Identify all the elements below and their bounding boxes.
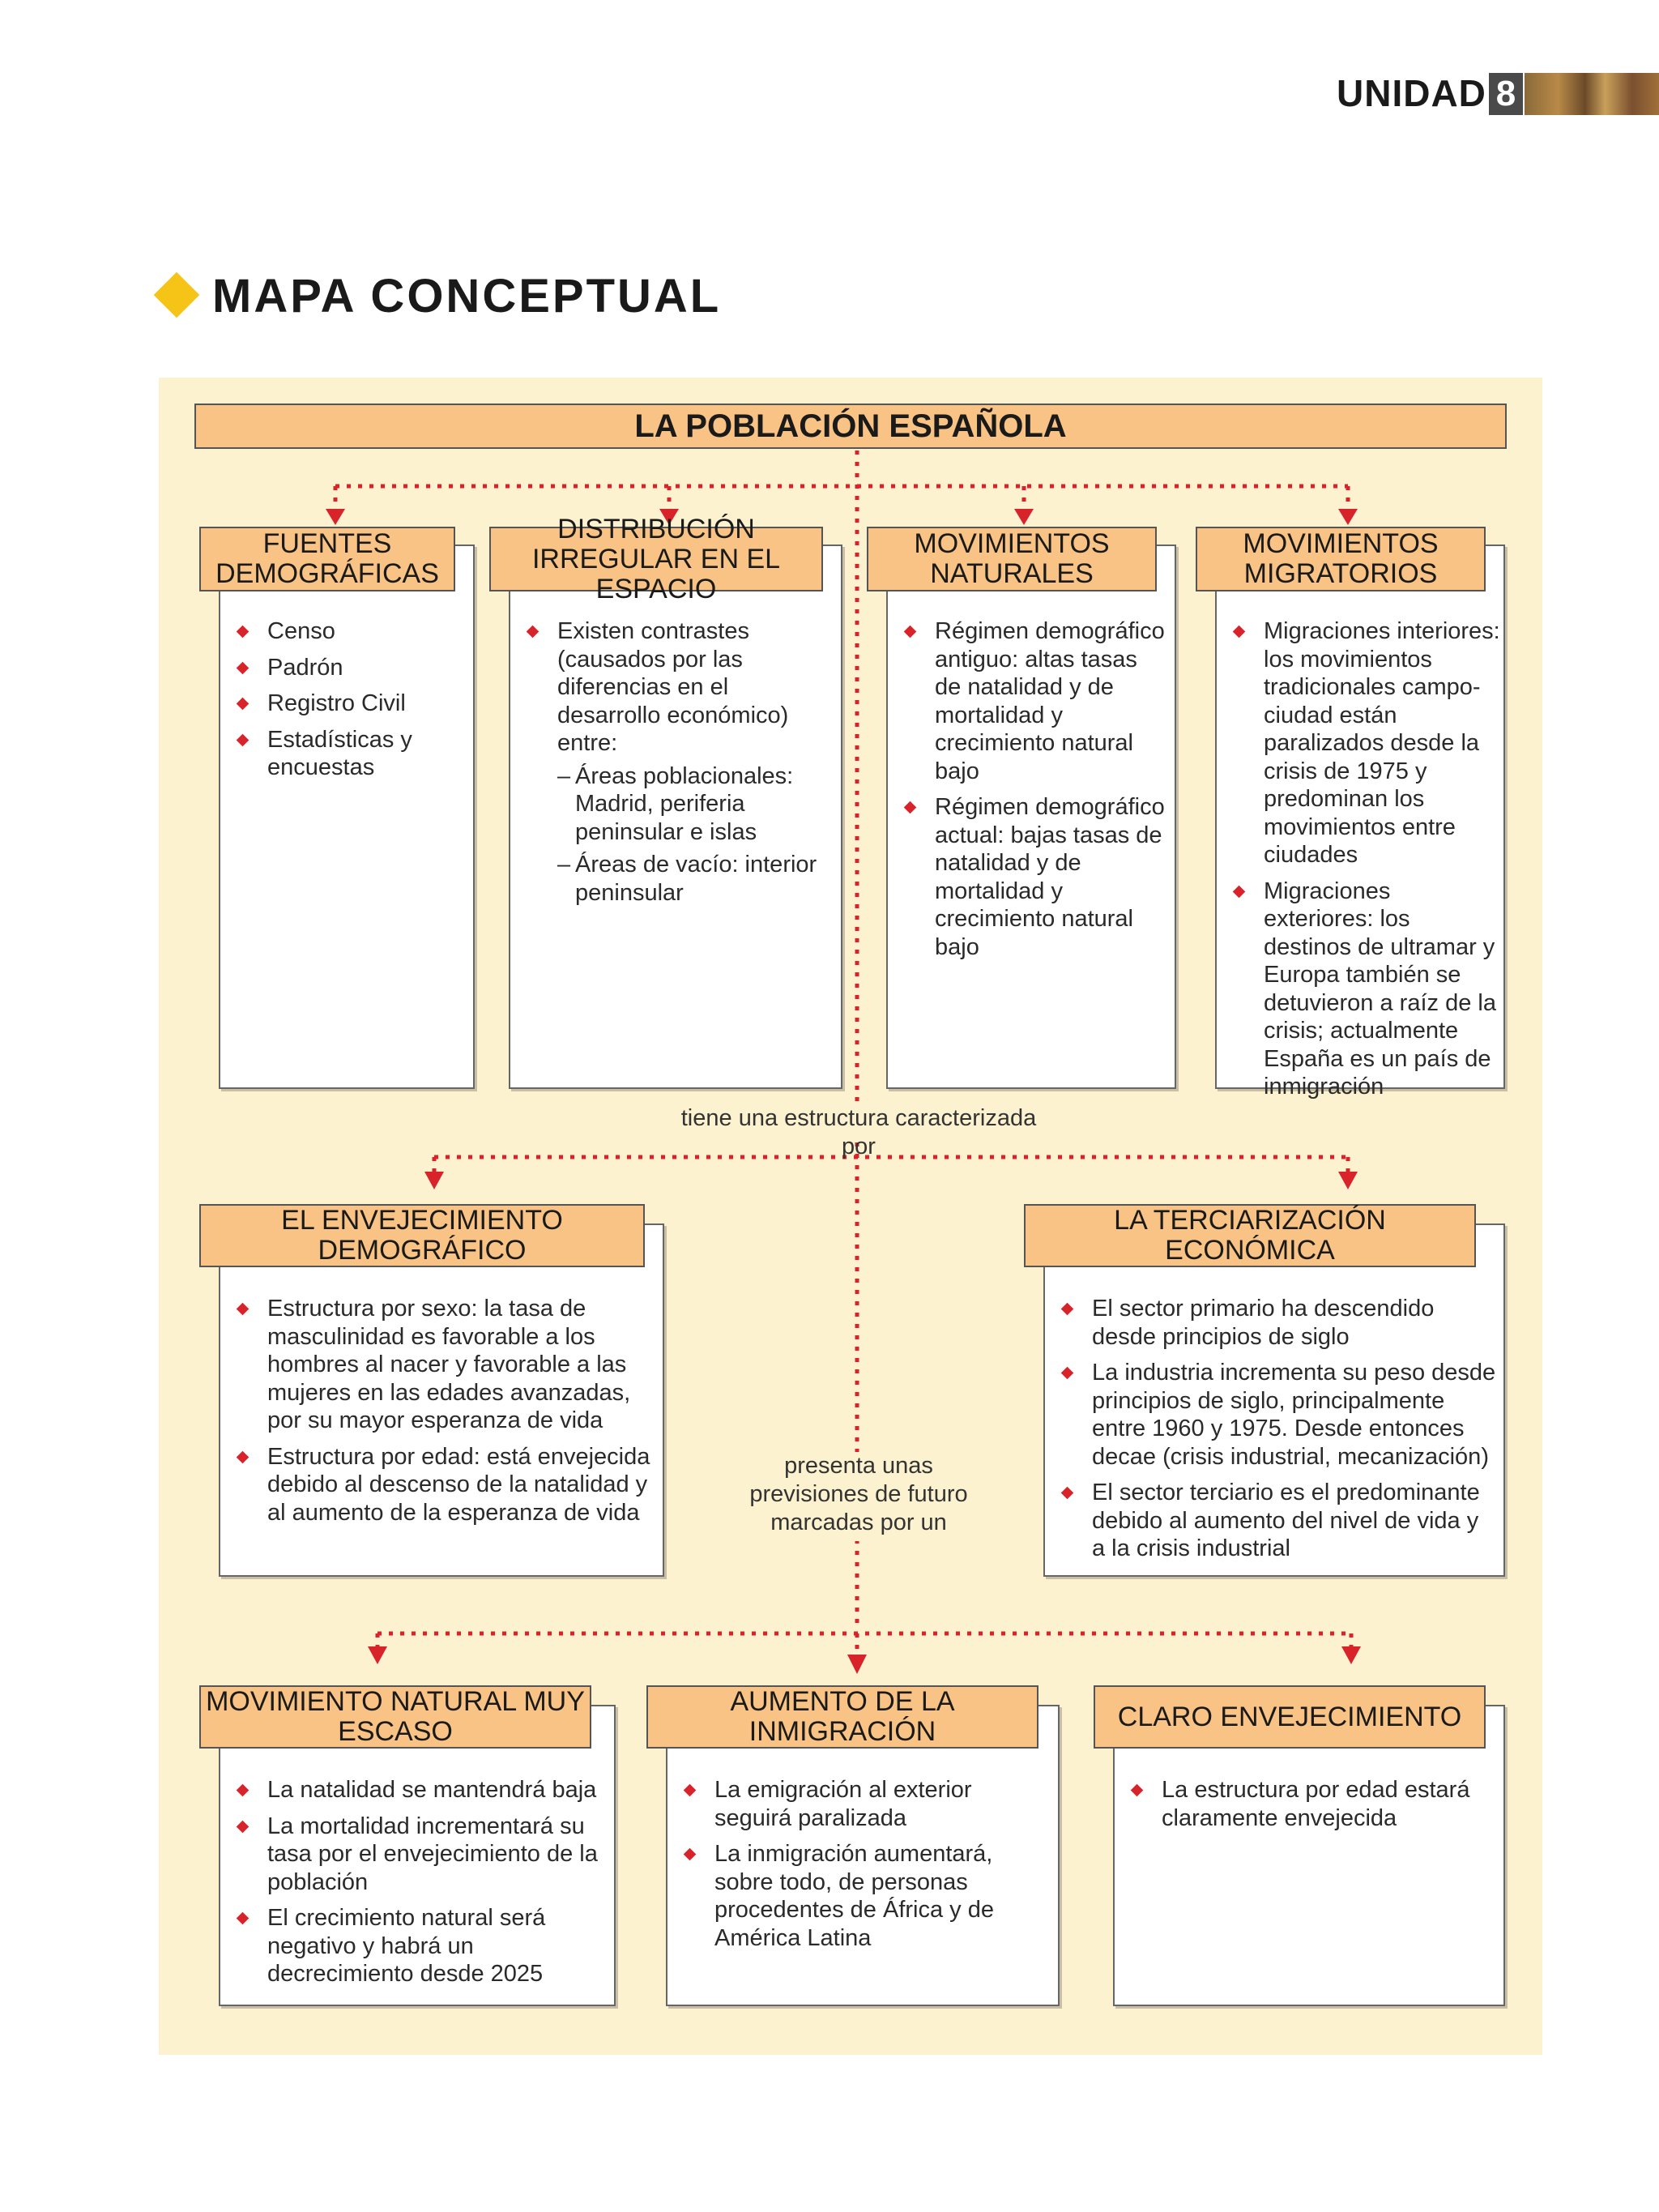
sub-list: Áreas poblacionales: Madrid, periferia p… [557,762,834,907]
list-item: Censo [232,617,467,646]
inmigracion-list: La emigración al exterior seguirá parali… [679,1776,1051,1960]
list-item: La industria incrementa su peso desde pr… [1056,1359,1497,1471]
migratorios-list: Migraciones interiores: los movimientos … [1228,617,1500,1109]
natural-escaso-list: La natalidad se mantendrá baja La mortal… [232,1776,608,1996]
list-item: Registro Civil [232,690,467,718]
list-item: El sector terciario es el predominante d… [1056,1479,1497,1563]
card-claro-envejecimiento: La estructura por edad estará claramente… [1113,1705,1505,2006]
list-item: Estadísticas y encuestas [232,726,467,782]
list-item: El sector primario ha descendido desde p… [1056,1295,1497,1351]
header-movimiento-natural-escaso: MOVIMIENTO NATURAL MUY ESCASO [199,1685,591,1749]
list-item: Régimen demográfico antiguo: altas tasas… [899,617,1170,785]
card-envejecimiento-demografico: Estructura por sexo: la tasa de masculin… [219,1223,664,1577]
arrow-down-icon [659,509,679,525]
list-item: La estructura por edad estará claramente… [1126,1776,1495,1832]
list-item: La emigración al exterior seguirá parali… [679,1776,1051,1832]
sub-list-item: Áreas de vacío: interior peninsular [557,851,834,907]
list-item: Padrón [232,654,467,682]
distribucion-list: Existen contrastes (causados por las dif… [522,617,834,915]
unit-header-photo [1525,73,1659,115]
header-distribucion-irregular: DISTRIBUCIÓN IRREGULAR EN EL ESPACIO [489,514,823,604]
envejecimiento-list: Estructura por sexo: la tasa de masculin… [232,1295,653,1535]
arrow-down-icon [1338,509,1358,525]
arrow-down-icon [1341,1646,1361,1664]
list-item: Migraciones interiores: los movimientos … [1228,617,1500,869]
list-item: El crecimiento natural será negativo y h… [232,1904,608,1988]
page-title: MAPA CONCEPTUAL [212,270,722,322]
header-envejecimiento-demografico: EL ENVEJECIMIENTO DEMOGRÁFICO [199,1204,645,1267]
arrow-down-icon [368,1646,387,1664]
terciarizacion-list: El sector primario ha descendido desde p… [1056,1295,1497,1571]
unit-label: UNIDAD [1337,72,1486,114]
card-fuentes-demograficas: Censo Padrón Registro Civil Estadísticas… [219,544,475,1089]
root-concept: LA POBLACIÓN ESPAÑOLA [194,404,1507,449]
list-item: Migraciones exteriores: los destinos de … [1228,878,1500,1101]
header-movimientos-migratorios: MOVIMIENTOS MIGRATORIOS [1196,527,1486,591]
list-item: La mortalidad incrementará su tasa por e… [232,1813,608,1897]
card-terciarizacion-economica: El sector primario ha descendido desde p… [1043,1223,1505,1577]
claro-envejecimiento-list: La estructura por edad estará claramente… [1126,1776,1495,1840]
card-movimientos-migratorios: Migraciones interiores: los movimientos … [1215,544,1505,1100]
link-label-previsiones: presenta unas previsiones de futuro marc… [719,1452,998,1541]
card-aumento-inmigracion: La emigración al exterior seguirá parali… [666,1705,1060,2006]
arrow-down-icon [1338,1172,1358,1189]
arrow-down-icon [424,1172,444,1189]
header-fuentes-demograficas: FUENTES DEMOGRÁFICAS [199,527,455,591]
list-item: Existen contrastes (causados por las dif… [522,617,834,907]
card-movimientos-naturales: Régimen demográfico antiguo: altas tasas… [886,544,1176,1089]
link-label-estructura: tiene una estructura caracterizada por [656,1104,1061,1159]
list-item-text: Existen contrastes (causados por las dif… [557,618,789,756]
arrow-down-icon [847,1655,867,1674]
list-item: Estructura por edad: está envejecida deb… [232,1443,653,1527]
card-movimiento-natural-escaso: La natalidad se mantendrá baja La mortal… [219,1705,616,2006]
arrow-down-icon [326,509,345,525]
sub-list-item: Áreas poblacionales: Madrid, periferia p… [557,762,834,847]
list-item: La inmigración aumentará, sobre todo, de… [679,1840,1051,1952]
list-item: Régimen demográfico actual: bajas tasas … [899,793,1170,961]
list-item: La natalidad se mantendrá baja [232,1776,608,1804]
unit-number: 8 [1489,73,1523,115]
header-movimientos-naturales: MOVIMIENTOS NATURALES [867,527,1157,591]
arrow-down-icon [1014,509,1034,525]
header-aumento-inmigracion: AUMENTO DE LA INMIGRACIÓN [646,1685,1038,1749]
header-claro-envejecimiento: CLARO ENVEJECIMIENTO [1094,1685,1486,1749]
card-distribucion-irregular: Existen contrastes (causados por las dif… [509,544,842,1089]
list-item: Estructura por sexo: la tasa de masculin… [232,1295,653,1435]
fuentes-list: Censo Padrón Registro Civil Estadísticas… [232,617,467,790]
header-terciarizacion-economica: LA TERCIARIZACIÓN ECONÓMICA [1024,1204,1476,1267]
naturales-list: Régimen demográfico antiguo: altas tasas… [899,617,1170,969]
